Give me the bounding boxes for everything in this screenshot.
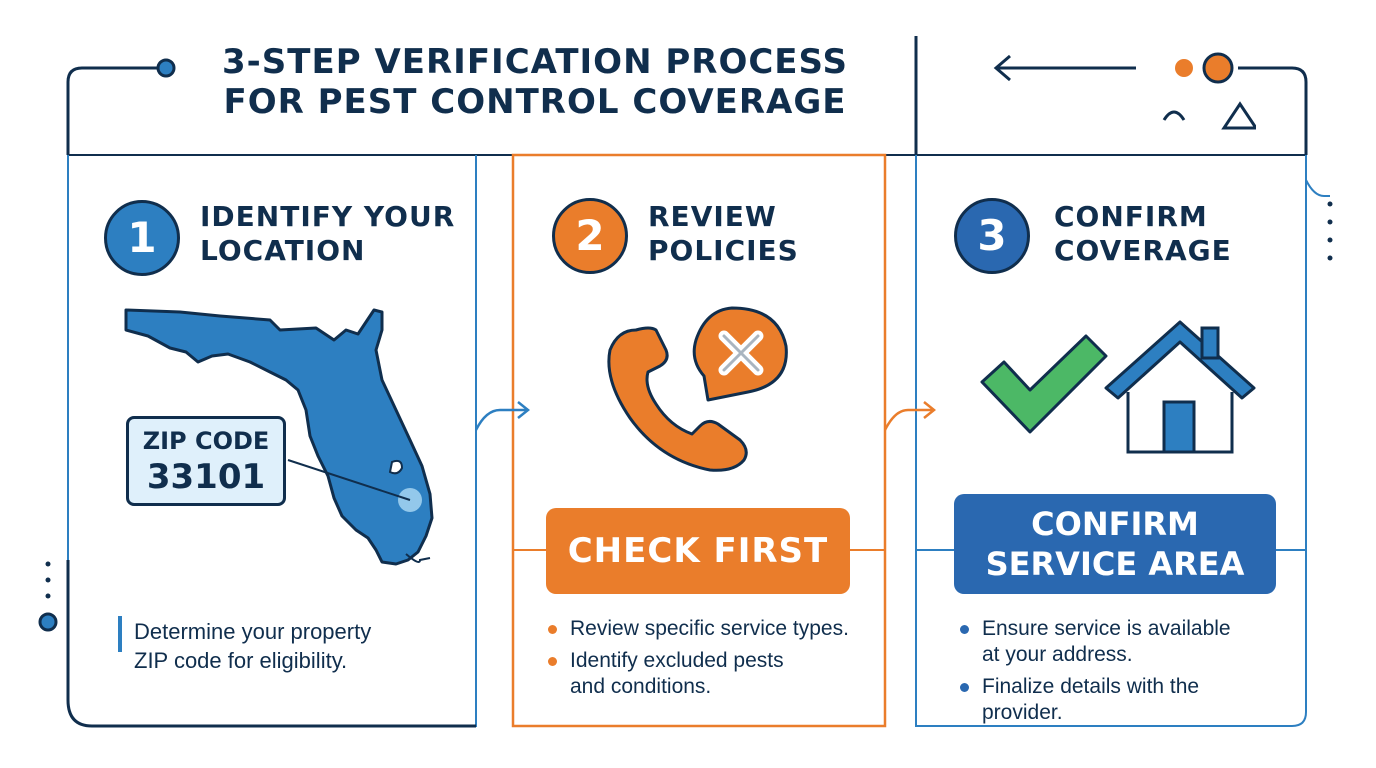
list-item: Identify excluded pests and conditions. [548, 648, 849, 700]
check-first-button[interactable]: CHECK FIRST [546, 508, 850, 594]
zip-code-value: 33101 [146, 457, 266, 497]
description-accent-bar [118, 616, 122, 652]
bullet-dot [960, 625, 969, 634]
title-line-2: FOR PEST CONTROL COVERAGE [223, 82, 847, 122]
list-item: Review specific service types. [548, 616, 849, 642]
phone-with-x-icon [607, 306, 788, 472]
left-arrow-icon [993, 54, 1136, 82]
bullet-dot [548, 625, 557, 634]
step-1-heading: IDENTIFY YOUR LOCATION [200, 200, 456, 267]
house-icon [1104, 320, 1256, 454]
coverage-icons [980, 320, 1256, 454]
zip-code-callout: ZIP CODE 33101 [126, 416, 286, 506]
arc-icon [1162, 110, 1186, 121]
confirm-service-area-button[interactable]: CONFIRM SERVICE AREA [954, 494, 1276, 594]
zip-code-label: ZIP CODE [142, 427, 270, 455]
step-2-heading: REVIEW POLICIES [648, 200, 799, 267]
step-1-description: Determine your property ZIP code for eli… [134, 619, 372, 673]
step-2-bullets: Review specific service types. Identify … [548, 616, 849, 706]
list-item: Finalize details with the provider. [960, 674, 1231, 726]
step-2-number: 2 [552, 198, 628, 274]
bullet-dot [960, 683, 969, 692]
small-orange-dot [1175, 59, 1193, 77]
title-line-1: 3-STEP VERIFICATION PROCESS [222, 42, 848, 82]
triangle-icon [1221, 101, 1256, 130]
large-orange-dot [1202, 52, 1234, 84]
step-3-heading: CONFIRM COVERAGE [1054, 200, 1232, 267]
step-3-bullets: Ensure service is available at your addr… [960, 616, 1231, 732]
decorations [993, 52, 1256, 130]
step-1-number: 1 [104, 200, 180, 276]
page-title: 3-STEP VERIFICATION PROCESS FOR PEST CON… [0, 42, 1070, 122]
florida-map-icon [124, 308, 434, 566]
list-item: Ensure service is available at your addr… [960, 616, 1231, 668]
bullet-dot [548, 657, 557, 666]
step-3-number: 3 [954, 198, 1030, 274]
checkmark-icon [980, 334, 1108, 434]
